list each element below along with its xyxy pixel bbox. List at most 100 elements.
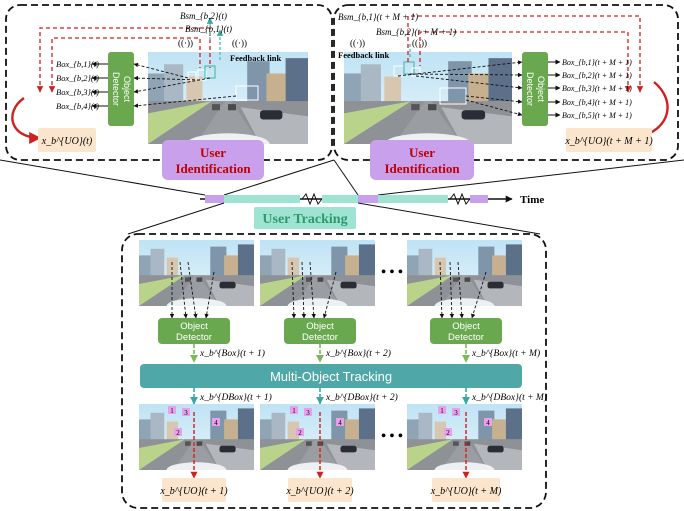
- time-label: Time: [520, 194, 544, 206]
- tracking-output-box: [288, 478, 352, 502]
- left-detector-line2: Detector: [111, 72, 121, 106]
- multi-object-tracking-bar: [140, 364, 522, 388]
- mot-label: Multi-Object Tracking: [270, 369, 392, 384]
- track-id: 4: [214, 419, 218, 427]
- track-id: 3: [306, 409, 310, 417]
- zoom-line-left-a: [0, 159, 206, 196]
- frame-to-detector-arrow: [439, 261, 445, 319]
- frame-to-detector-arrow: [291, 261, 297, 319]
- frame-to-detector-arrow: [309, 261, 316, 319]
- right-identification-box: [370, 140, 474, 180]
- track-id: 1: [170, 407, 174, 415]
- timeline-identification-segment: [470, 195, 488, 203]
- right-detect-dash: [415, 75, 523, 90]
- left-box-label: Box_{b,4}(t): [56, 101, 99, 111]
- timeline-break: [301, 192, 323, 206]
- timeline-tracking-segment: [378, 195, 448, 203]
- wifi-icon: ((·)): [412, 38, 427, 48]
- tracking-output-label: x_b^{UO}(t + 2): [285, 486, 354, 497]
- right-box-label: Box_{b,2}(t + M + 1): [562, 71, 632, 80]
- left-identification-line1: User: [200, 145, 226, 160]
- right-detect-dash: [397, 60, 523, 77]
- track-id-badge: [290, 406, 298, 414]
- right-identification-line2: Identification: [384, 161, 460, 176]
- left-identification-line2: Identification: [175, 161, 251, 176]
- frame-to-detector-arrow: [301, 261, 307, 319]
- left-object-detector: [108, 52, 134, 126]
- track-id: 1: [440, 407, 444, 415]
- frame-to-detector-arrow: [187, 261, 198, 319]
- track-id-badge: [212, 418, 220, 426]
- track-id-badge: [296, 428, 304, 436]
- tracking-output-label: x_b^{UO}(t + M): [430, 486, 502, 497]
- dbox-input-label: x_b^{DBox}(t + 1): [199, 392, 272, 403]
- right-box-label: Box_{b,4}(t + M + 1): [562, 98, 632, 107]
- tracking-output-box: [432, 478, 500, 502]
- ellipsis-top: • • •: [381, 265, 403, 280]
- track-id-badge: [304, 408, 312, 416]
- tracked-scene-image: [260, 404, 375, 470]
- right-output-label: x_b^{UO}(t + M + 1): [564, 136, 653, 147]
- right-detect-dash: [409, 72, 523, 78]
- left-beam-line-1: [36, 27, 211, 93]
- left-identification-box: [162, 140, 264, 180]
- left-detect-dash: [133, 77, 211, 94]
- right-beam-line-2: [419, 31, 632, 93]
- frame-to-detector-arrow: [457, 261, 464, 319]
- box-input-label: x_b^{Box}(t + M): [471, 348, 540, 359]
- tracking-object-detector-1: [158, 318, 230, 344]
- wifi-icon: ((·)): [232, 38, 247, 48]
- left-detect-dash: [133, 62, 189, 79]
- left-detector-line1: Object: [122, 76, 132, 103]
- track-id: 4: [486, 419, 490, 427]
- zoom-line-tracking-right: [357, 202, 541, 235]
- tracking-detector-line1: Object: [452, 321, 480, 332]
- tracking-object-detector-2: [284, 318, 356, 344]
- zoom-line-left-b: [223, 159, 335, 196]
- left-detect-box-2: [197, 69, 207, 81]
- tracking-detector-line1: Object: [306, 321, 334, 332]
- tracking-scene-image: [260, 240, 375, 306]
- tracked-scene-image: [407, 404, 522, 470]
- right-box-label: Box_{b,3}(t + M + 1): [562, 84, 632, 93]
- right-detector-line1: Object: [536, 76, 546, 103]
- left-detect-box-4: [235, 85, 259, 101]
- track-id-badge: [452, 408, 460, 416]
- tracking-detector-line2: Detector: [448, 332, 484, 343]
- right-feedback-label: Feedback link: [338, 50, 390, 60]
- timeline-break: [449, 192, 471, 206]
- left-beam-label-2: Bsm_{b,1}(t): [185, 24, 232, 34]
- left-detect-dash: [133, 75, 201, 81]
- zoom-line-right-b: [377, 159, 684, 196]
- right-output-box: [566, 128, 652, 152]
- zoom-line-right-a: [333, 159, 359, 196]
- right-detect-dash: [465, 95, 523, 104]
- right-box-label: Box_{b,1}(t + M + 1): [562, 58, 632, 67]
- frame-to-detector-arrow: [471, 271, 487, 319]
- wifi-icon: ((·)): [350, 38, 365, 48]
- track-id-badge: [438, 406, 446, 414]
- track-id-badge: [182, 408, 190, 416]
- left-detect-dash: [133, 95, 237, 108]
- right-frame-border: [333, 4, 679, 161]
- track-id-badge: [336, 418, 344, 426]
- right-beam-label-2: Bsm_{b,2}(t + M + 1): [376, 27, 456, 37]
- track-id: 3: [184, 409, 188, 417]
- user-tracking-label: User Tracking: [262, 212, 347, 227]
- zoom-line-tracking-left: [127, 202, 225, 235]
- ellipsis-bottom: • • •: [381, 429, 403, 444]
- track-id-badge: [174, 428, 182, 436]
- frame-to-detector-arrow: [322, 271, 337, 319]
- box-input-label: x_b^{Box}(t + 1): [199, 348, 265, 359]
- left-feedback-label: Feedback link: [230, 53, 282, 63]
- dbox-input-label: x_b^{DBox}(t + 2): [325, 392, 398, 403]
- tracking-output-box: [162, 478, 226, 502]
- track-id: 2: [176, 429, 180, 437]
- track-id-badge: [168, 406, 176, 414]
- tracking-detector-line2: Detector: [176, 332, 212, 343]
- track-id-badge: [444, 428, 452, 436]
- timeline-tracking-segment: [322, 195, 358, 203]
- left-output-label: x_b^{UO}(t): [41, 136, 93, 147]
- left-box-label: Box_{b,3}(t): [56, 87, 99, 97]
